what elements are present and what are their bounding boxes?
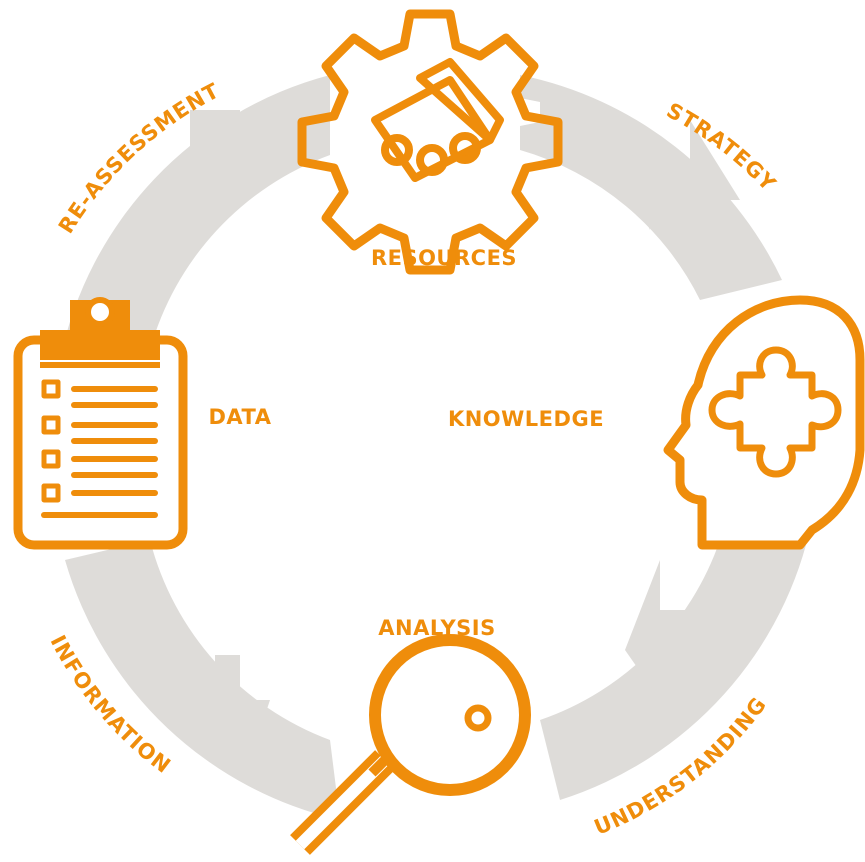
cycle-ring: [60, 75, 812, 820]
clipboard-icon: [13, 297, 188, 550]
ring-arrowhead-bottom-left: [190, 655, 270, 760]
ring-arrowhead-top-left: [150, 110, 240, 245]
ring-arrowhead-bottom-right: [625, 560, 695, 700]
label-analysis: ANALYSIS: [378, 616, 495, 640]
ring-segment-top-left: [60, 75, 330, 360]
ring-arrowhead-top-right: [620, 120, 740, 230]
ring-segment-bottom-left: [65, 540, 340, 820]
label-data: DATA: [208, 405, 271, 429]
head-puzzle-icon: [663, 295, 865, 550]
magnifier-icon: [290, 634, 531, 855]
cart-icon: [371, 58, 504, 182]
gear-icon: [297, 9, 563, 275]
label-resources: RESOURCES: [371, 246, 517, 270]
label-knowledge: KNOWLEDGE: [448, 407, 604, 431]
checklist: [41, 379, 158, 518]
